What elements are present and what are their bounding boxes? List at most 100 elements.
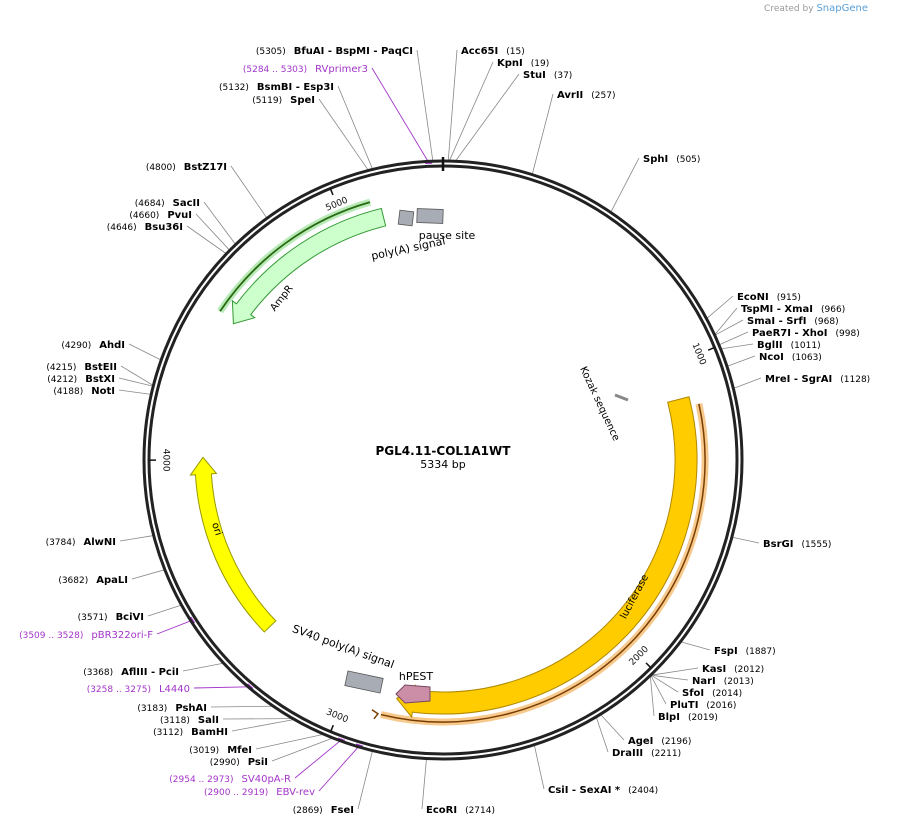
site-stui[interactable]: StuI(37): [523, 70, 572, 81]
ori-arrow[interactable]: [189, 456, 277, 633]
site-spei[interactable]: (5119)SpeI: [252, 95, 315, 106]
site-name: EcoRI: [426, 805, 457, 816]
site-tspmi[interactable]: TspMI - XmaI(966): [741, 304, 845, 315]
luciferase-arrow[interactable]: [395, 396, 698, 719]
svg-text:(3019)MfeI: (3019)MfeI: [189, 745, 252, 756]
pause-site-box[interactable]: [416, 208, 444, 224]
luciferase-orf-line: [380, 403, 706, 723]
site-paer7i[interactable]: PaeR7I - XhoI(998): [752, 328, 860, 339]
site-csii[interactable]: CsiI - SexAI *(2404): [548, 785, 658, 796]
site-avrii[interactable]: AvrII(257): [557, 90, 615, 101]
site-econi[interactable]: EcoNI(915): [737, 292, 801, 303]
site-name: AgeI: [628, 736, 653, 747]
site-position: (505): [676, 155, 700, 165]
site-pshai[interactable]: (3183)PshAI: [137, 703, 207, 714]
site-mrei[interactable]: MreI - SgrAI(1128): [765, 374, 870, 385]
site-nari[interactable]: NarI(2013): [692, 676, 754, 687]
svg-text:(4212)BstXI: (4212)BstXI: [47, 374, 115, 385]
site-kpni[interactable]: KpnI(19): [497, 58, 549, 69]
site-leader: [421, 759, 427, 810]
primer-range: (5284 .. 5303): [243, 65, 307, 75]
site-position: (2019): [688, 713, 718, 723]
site-bsmbi[interactable]: (5132)BsmBI - Esp3I: [219, 82, 334, 93]
site-sfoi[interactable]: SfoI(2014): [682, 688, 742, 699]
site-leader: [255, 734, 323, 750]
site-mfei[interactable]: (3019)MfeI: [189, 745, 252, 756]
site-name: PaeR7I - XhoI: [752, 328, 828, 339]
site-alwni[interactable]: (3784)AlwNI: [46, 537, 116, 548]
site-name: ApaLI: [96, 575, 128, 586]
site-leader: [707, 295, 734, 319]
site-position: (2211): [651, 749, 681, 759]
site-psii[interactable]: (2990)PsiI: [210, 757, 268, 768]
site-sali[interactable]: (3118)SalI: [160, 715, 219, 726]
hpest-arrow[interactable]: [395, 684, 431, 704]
site-smai[interactable]: SmaI - SrfI(968): [747, 316, 839, 327]
svg-text:(2954 .. 2973)SV40pA-R: (2954 .. 2973)SV40pA-R: [169, 774, 291, 785]
site-bsu36i[interactable]: (4646)Bsu36I: [107, 222, 183, 233]
site-position: (2714): [465, 806, 495, 816]
site-leader: [649, 676, 655, 717]
site-position: (19): [531, 59, 549, 69]
site-bstxi[interactable]: (4212)BstXI: [47, 374, 115, 385]
site-ecori[interactable]: EcoRI (2714): [426, 805, 495, 816]
svg-text:SfoI(2014): SfoI(2014): [682, 688, 742, 699]
site-sphi[interactable]: SphI(505): [643, 154, 700, 165]
site-sacii[interactable]: (4684)SacII: [135, 198, 200, 209]
site-bamhi[interactable]: (3112)BamHI: [153, 727, 228, 738]
site-pvui[interactable]: (4660)PvuI: [129, 210, 192, 221]
plasmid-size: 5334 bp: [420, 458, 465, 471]
site-name: MreI - SgrAI: [765, 374, 832, 385]
sv40-polya-box[interactable]: [344, 670, 384, 694]
site-apali[interactable]: (3682)ApaLI: [58, 575, 128, 586]
site-blpi[interactable]: BlpI(2019): [658, 712, 718, 723]
site-name: NotI: [91, 386, 115, 397]
site-acc65i[interactable]: Acc65I(15): [461, 46, 525, 57]
svg-text:TspMI - XmaI(966): TspMI - XmaI(966): [741, 304, 845, 315]
svg-text:(4215)BstEII: (4215)BstEII: [46, 362, 117, 373]
ampr-arrow[interactable]: [231, 207, 387, 325]
site-bcivi[interactable]: (3571)BciVI: [78, 612, 144, 623]
site-agei[interactable]: AgeI(2196): [628, 736, 691, 747]
site-bstz17i[interactable]: (4800)BstZ17I: [146, 162, 227, 173]
site-leader: [449, 61, 494, 161]
primer-rvprimer3[interactable]: (5284 .. 5303)RVprimer3: [243, 64, 368, 75]
site-kasi[interactable]: KasI(2012): [702, 664, 764, 675]
site-name: AhdI: [99, 340, 125, 351]
kozak-mark[interactable]: [614, 393, 629, 402]
site-leader: [610, 157, 640, 212]
primer-sv40pa-r[interactable]: (2954 .. 2973)SV40pA-R: [169, 774, 291, 785]
site-afliii[interactable]: (3368)AflIII - PciI: [83, 667, 179, 678]
site-ahdi[interactable]: (4290) AhdI: [61, 340, 125, 351]
primer-pbr322ori-f[interactable]: (3509 .. 3528)pBR322ori-F: [19, 630, 153, 641]
site-leader: [271, 738, 332, 762]
site-pluti[interactable]: PluTI(2016): [670, 700, 736, 711]
polya-signal-box[interactable]: [397, 209, 415, 227]
svg-text:(3183)PshAI: (3183)PshAI: [137, 703, 207, 714]
site-ncoi[interactable]: NcoI(1063): [759, 352, 822, 363]
site-name: FseI: [331, 805, 354, 816]
site-leader: [231, 719, 293, 732]
site-noti[interactable]: (4188)NotI: [53, 386, 115, 397]
site-fspi[interactable]: FspI(1887): [714, 646, 776, 657]
site-fsei[interactable]: (2869)FseI: [293, 805, 354, 816]
primer-range: (3509 .. 3528): [19, 631, 83, 641]
site-bsteii[interactable]: (4215)BstEII: [46, 362, 117, 373]
svg-text:(3571)BciVI: (3571)BciVI: [78, 612, 144, 623]
svg-text:(2900 .. 2919)EBV-rev: (2900 .. 2919)EBV-rev: [204, 787, 315, 798]
site-bfuai[interactable]: (5305)BfuAI - BspMI - PaqCI: [256, 46, 413, 57]
site-position: (3019): [189, 746, 219, 756]
primer-l4440[interactable]: (3258 .. 3275)L4440: [87, 684, 190, 695]
site-name: SpeI: [290, 95, 315, 106]
site-bglii[interactable]: BglII(1011): [757, 340, 821, 351]
svg-text:FspI(1887): FspI(1887): [714, 646, 776, 657]
primer-ebv-rev[interactable]: (2900 .. 2919)EBV-rev: [204, 787, 315, 798]
site-bsrgi[interactable]: BsrGI(1555): [763, 539, 831, 550]
site-draiii[interactable]: DraIII(2211): [612, 748, 681, 759]
svg-text:(2990)PsiI: (2990)PsiI: [210, 757, 268, 768]
site-position: (3118): [160, 716, 190, 726]
site-leader: [203, 201, 236, 244]
site-name: BsrGI: [763, 539, 793, 550]
site-position: (4290): [61, 341, 91, 351]
